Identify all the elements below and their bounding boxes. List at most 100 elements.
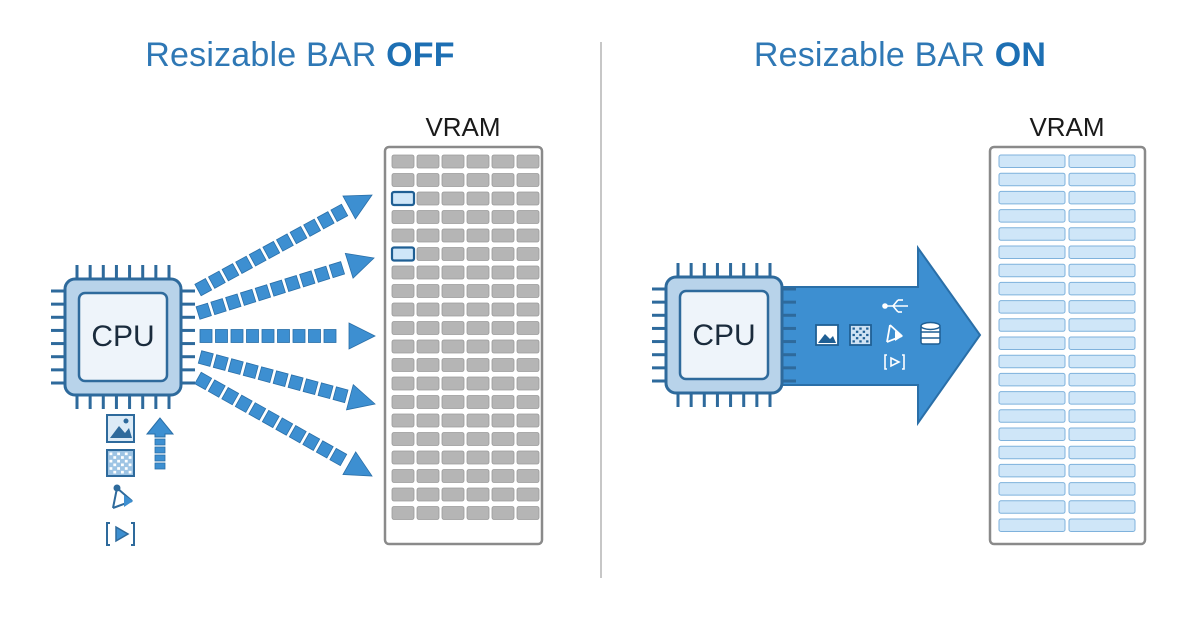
vram-cell bbox=[441, 210, 465, 224]
vram-cell bbox=[998, 482, 1066, 496]
vram-cell bbox=[491, 395, 515, 409]
vram-cell bbox=[998, 409, 1066, 423]
vram-cell bbox=[441, 339, 465, 354]
vram-cell bbox=[441, 413, 465, 428]
vram-cell bbox=[391, 173, 415, 187]
vram-cell bbox=[416, 450, 440, 465]
vram-cell bbox=[466, 228, 490, 243]
vram-cell bbox=[466, 506, 490, 520]
vram-cell bbox=[491, 469, 515, 483]
vram-cell bbox=[391, 506, 415, 520]
vram-cell bbox=[1068, 154, 1136, 168]
vram-cell bbox=[516, 173, 540, 187]
cpu-label-on: CPU bbox=[692, 319, 755, 352]
vram-cell bbox=[1068, 391, 1136, 405]
vram-cell bbox=[998, 300, 1066, 314]
vram-cell bbox=[998, 391, 1066, 405]
vram-cell bbox=[998, 245, 1066, 259]
vram-cell bbox=[998, 445, 1066, 460]
vram-cell bbox=[516, 395, 540, 409]
vram-cell bbox=[391, 302, 415, 317]
panel-off-title: Resizable BAR OFF bbox=[145, 36, 455, 74]
vram-cell bbox=[516, 321, 540, 335]
vram-cell bbox=[391, 469, 415, 483]
vram-cell bbox=[466, 413, 490, 428]
vram-cell bbox=[466, 487, 490, 502]
vram-cell bbox=[391, 321, 415, 335]
vram-cell bbox=[516, 358, 540, 372]
vram-cell bbox=[998, 172, 1066, 187]
vram-cell bbox=[391, 284, 415, 298]
vram-cell bbox=[998, 354, 1066, 369]
vram-cell bbox=[466, 321, 490, 335]
shader-icon bbox=[886, 324, 903, 343]
vram-cell bbox=[998, 209, 1066, 223]
vram-cell bbox=[1068, 209, 1136, 223]
segmented-arrow bbox=[197, 350, 376, 411]
vram-label-off: VRAM bbox=[425, 112, 501, 142]
vram-cell bbox=[516, 154, 540, 169]
vram-cell bbox=[1068, 500, 1136, 514]
vram-cell bbox=[1068, 318, 1136, 332]
vram-cell bbox=[491, 284, 515, 298]
segmented-arrow bbox=[195, 252, 375, 320]
vram-cell bbox=[441, 487, 465, 502]
panel-on-title: Resizable BAR ON bbox=[753, 36, 1047, 74]
vram-cell bbox=[466, 191, 490, 206]
vram-cell bbox=[391, 210, 415, 224]
vram-cell bbox=[416, 487, 440, 502]
vram-cell bbox=[416, 469, 440, 483]
vram-cell bbox=[1068, 427, 1136, 441]
vram-cell bbox=[416, 432, 440, 446]
vram-cell bbox=[998, 227, 1066, 241]
vram-cell bbox=[466, 450, 490, 465]
vram-cell bbox=[441, 358, 465, 372]
vram-cell-accessed bbox=[390, 246, 416, 262]
vram-cell bbox=[516, 284, 540, 298]
vram-cell bbox=[416, 302, 440, 317]
vram-cells-on bbox=[998, 154, 1136, 532]
vram-cell bbox=[516, 191, 540, 206]
vram-cell bbox=[441, 321, 465, 335]
vram-cell bbox=[491, 228, 515, 243]
vram-cell bbox=[491, 247, 515, 261]
vram-cell bbox=[998, 281, 1066, 296]
vram-cell bbox=[391, 413, 415, 428]
vram-cell bbox=[416, 376, 440, 391]
video-icon bbox=[884, 354, 905, 370]
vram-cell bbox=[391, 154, 415, 169]
vram-cell bbox=[466, 173, 490, 187]
vram-cell bbox=[491, 450, 515, 465]
vram-cell bbox=[1068, 245, 1136, 259]
vram-cell bbox=[1068, 263, 1136, 278]
vram-cell bbox=[1068, 518, 1136, 532]
vram-cell bbox=[441, 376, 465, 391]
vram-cell bbox=[491, 506, 515, 520]
vram-cell bbox=[998, 518, 1066, 532]
vram-cell bbox=[391, 339, 415, 354]
vram-cell bbox=[416, 154, 440, 169]
vram-cell bbox=[1068, 172, 1136, 187]
vram-cell bbox=[998, 463, 1066, 478]
vram-cell bbox=[441, 302, 465, 317]
texture-icon bbox=[849, 324, 872, 346]
title-state-on: ON bbox=[994, 36, 1047, 74]
vram-cell bbox=[391, 487, 415, 502]
vram-cell bbox=[998, 190, 1066, 205]
cpu-chip-on: CPU bbox=[652, 263, 796, 407]
vram-cell bbox=[491, 358, 515, 372]
vram-cell bbox=[998, 263, 1066, 278]
vram-cell bbox=[516, 210, 540, 224]
vram-cell bbox=[491, 376, 515, 391]
vram-cell bbox=[416, 210, 440, 224]
panel-divider bbox=[600, 42, 602, 578]
vram-cell bbox=[441, 228, 465, 243]
texture-icon bbox=[106, 449, 135, 477]
vram-cell bbox=[416, 173, 440, 187]
vram-cell bbox=[466, 284, 490, 298]
vram-cell bbox=[491, 321, 515, 335]
vram-cell-accessed bbox=[390, 190, 416, 207]
vram-cell bbox=[416, 265, 440, 280]
